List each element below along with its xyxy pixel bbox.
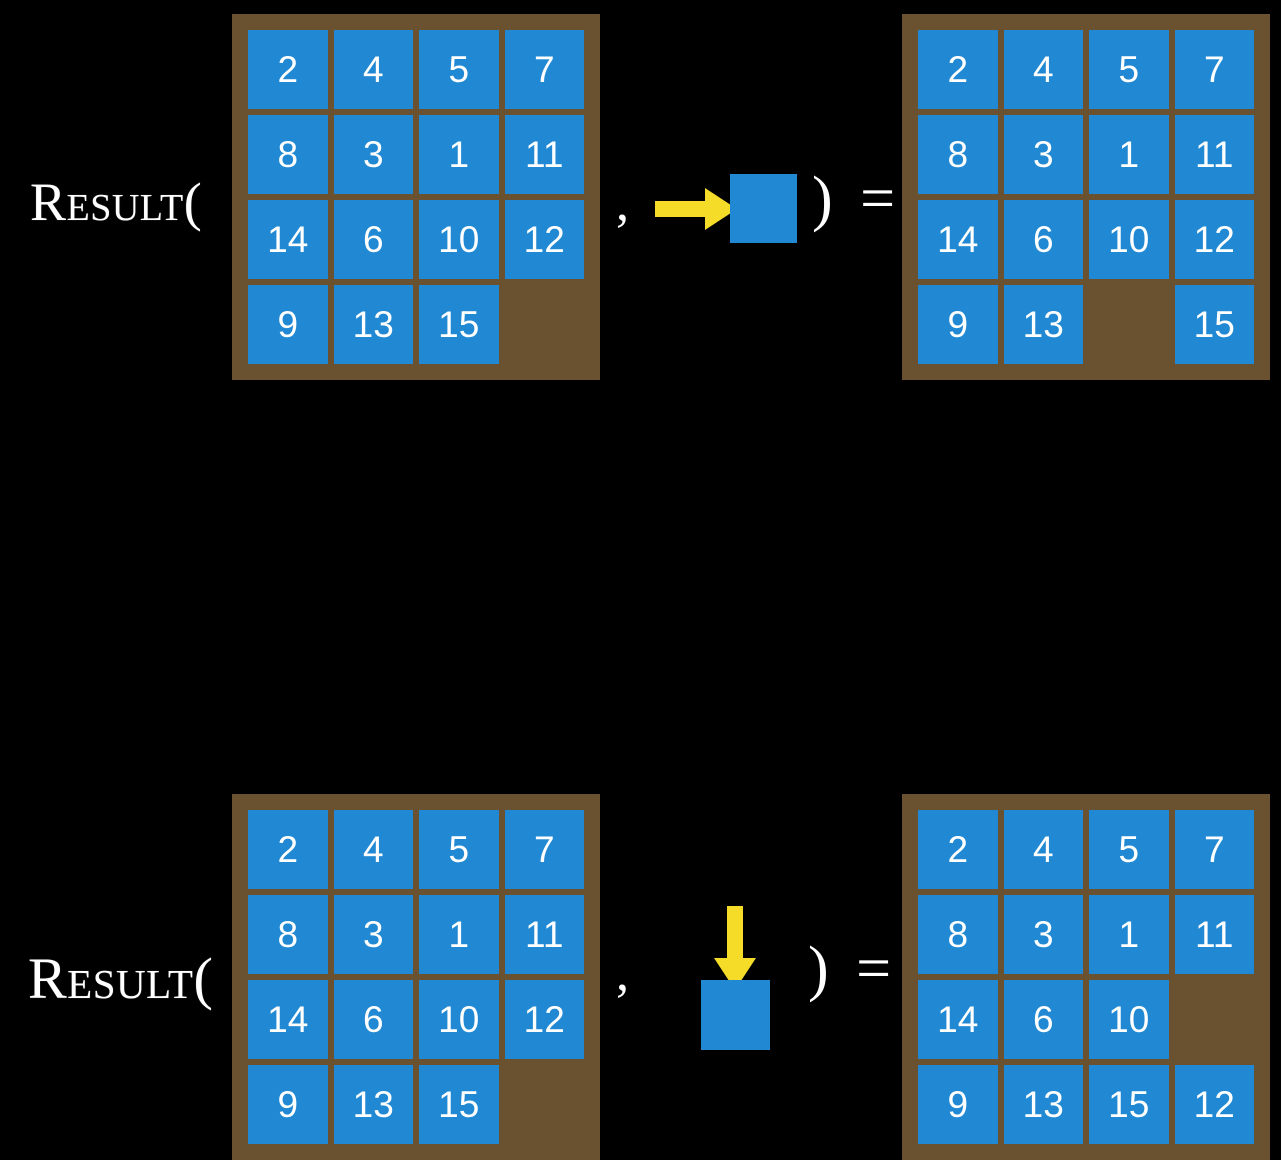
tile: 5	[419, 30, 499, 109]
tile: 13	[333, 285, 413, 364]
tile: 7	[1174, 30, 1254, 109]
tile: 12	[504, 200, 584, 279]
tile: 10	[419, 980, 499, 1059]
tile: 15	[419, 1065, 499, 1144]
tile: 4	[333, 810, 413, 889]
tile: 8	[248, 115, 328, 194]
tile: 10	[1089, 200, 1169, 279]
tile: 13	[333, 1065, 413, 1144]
tile: 3	[333, 895, 413, 974]
blank-slot	[505, 285, 585, 364]
tile: 5	[1089, 30, 1169, 109]
tile: 15	[419, 285, 499, 364]
argument-separator-comma: ,	[616, 945, 629, 1002]
tile: 6	[333, 200, 413, 279]
tile: 15	[1089, 1065, 1169, 1144]
tile: 14	[248, 980, 328, 1059]
close-paren-equals: ) =	[808, 935, 898, 1003]
tile: 2	[918, 30, 998, 109]
tile: 4	[1003, 30, 1083, 109]
tile: 15	[1174, 285, 1254, 364]
arrow-right-icon	[655, 186, 737, 232]
tile: 7	[504, 30, 584, 109]
tile: 6	[1003, 200, 1083, 279]
tile: 9	[248, 285, 328, 364]
tile: 14	[918, 980, 998, 1059]
blank-slot	[1175, 980, 1255, 1059]
tile: 5	[419, 810, 499, 889]
tile: 4	[333, 30, 413, 109]
tile: 2	[248, 30, 328, 109]
input-board-2: 2 4 5 7 8 3 1 11 14 6 10 12 9 13 15	[232, 794, 600, 1160]
tile: 9	[248, 1065, 328, 1144]
arrow-down-icon	[712, 906, 758, 990]
blank-slot	[1089, 285, 1169, 364]
tile: 13	[1003, 285, 1083, 364]
tile: 8	[918, 115, 998, 194]
result-function-label: Result(	[28, 946, 214, 1011]
tile: 1	[1089, 895, 1169, 974]
tile: 10	[1089, 980, 1169, 1059]
tile: 2	[248, 810, 328, 889]
tile: 12	[1174, 1065, 1254, 1144]
tile: 3	[333, 115, 413, 194]
tile: 8	[918, 895, 998, 974]
tile: 12	[504, 980, 584, 1059]
tile: 6	[333, 980, 413, 1059]
tile: 7	[504, 810, 584, 889]
blank-slot	[505, 1065, 585, 1144]
tile: 9	[918, 285, 998, 364]
argument-separator-comma: ,	[616, 175, 629, 232]
tile: 1	[419, 115, 499, 194]
equation-row-2: Result( 2 4 5 7 8 3 1 11 14 6 10 12 9 13…	[0, 390, 1281, 1160]
output-board-2: 2 4 5 7 8 3 1 11 14 6 10 9 13 15 12	[902, 794, 1270, 1160]
tile: 10	[419, 200, 499, 279]
tile: 6	[1003, 980, 1083, 1059]
equation-row-1: Result( 2 4 5 7 8 3 1 11 14 6 10 12 9 13…	[0, 0, 1281, 390]
tile: 9	[918, 1065, 998, 1144]
tile: 11	[504, 115, 584, 194]
tile: 4	[1003, 810, 1083, 889]
input-board-1: 2 4 5 7 8 3 1 11 14 6 10 12 9 13 15	[232, 14, 600, 380]
tile: 1	[419, 895, 499, 974]
tile: 11	[504, 895, 584, 974]
tile: 1	[1089, 115, 1169, 194]
tile: 3	[1003, 895, 1083, 974]
tile: 14	[248, 200, 328, 279]
close-paren-equals: ) =	[812, 165, 902, 233]
tile: 2	[918, 810, 998, 889]
tile: 11	[1174, 115, 1254, 194]
tile: 8	[248, 895, 328, 974]
move-tile	[730, 174, 797, 243]
move-tile	[701, 980, 770, 1050]
tile: 14	[918, 200, 998, 279]
tile: 12	[1174, 200, 1254, 279]
tile: 13	[1003, 1065, 1083, 1144]
tile: 3	[1003, 115, 1083, 194]
result-function-label: Result(	[30, 172, 203, 232]
tile: 5	[1089, 810, 1169, 889]
output-board-1: 2 4 5 7 8 3 1 11 14 6 10 12 9 13 15	[902, 14, 1270, 380]
tile: 7	[1174, 810, 1254, 889]
tile: 11	[1174, 895, 1254, 974]
